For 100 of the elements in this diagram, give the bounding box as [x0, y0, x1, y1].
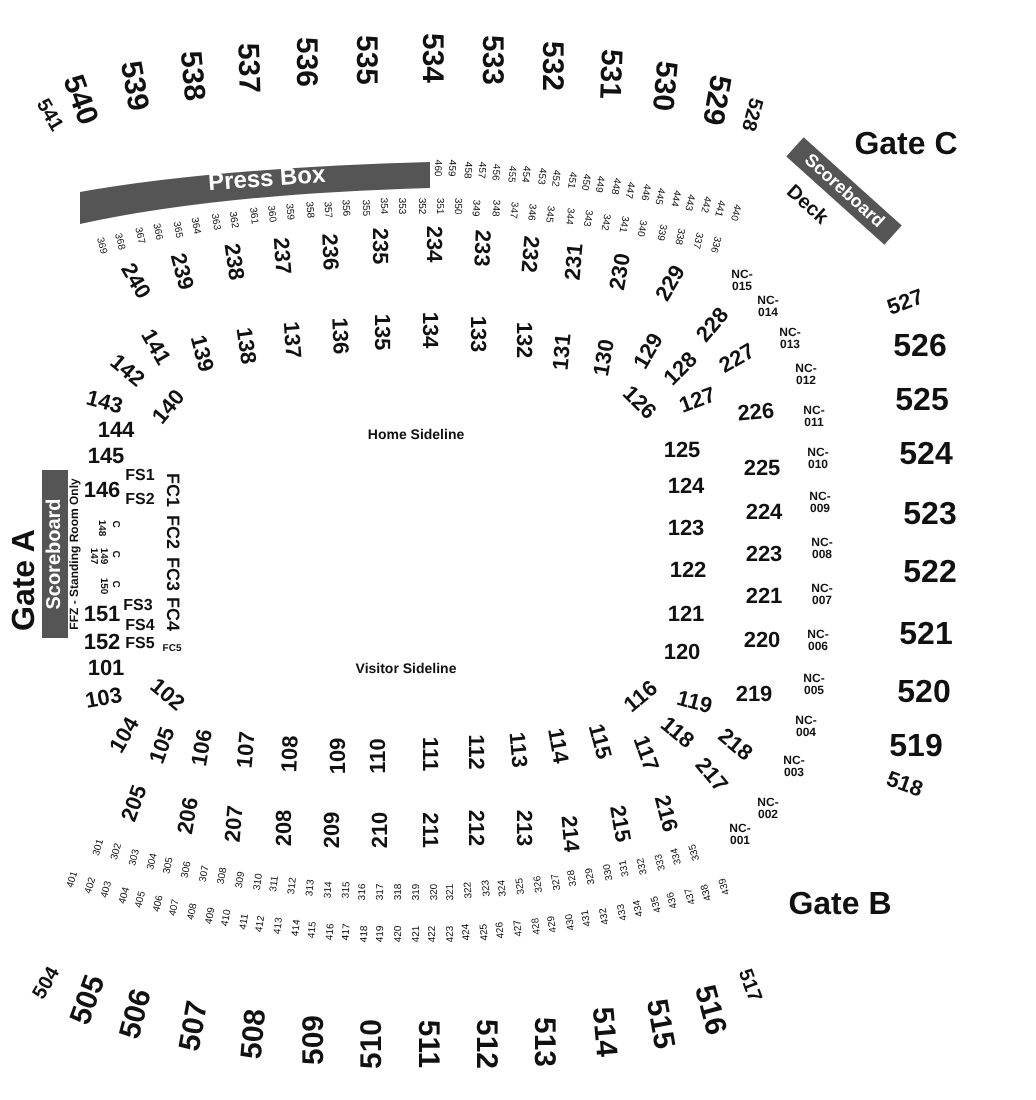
section-number: 507: [174, 998, 214, 1054]
section-number: 143: [83, 388, 125, 420]
section-number: FS5: [125, 636, 155, 652]
section-number: FS4: [125, 618, 155, 634]
section-number: 233: [468, 229, 492, 267]
section-number: FC4: [163, 597, 181, 631]
scoreboard-bar: [42, 470, 68, 638]
section-number: 510: [357, 1018, 387, 1070]
section-number: 213: [511, 809, 533, 847]
section-number: 516: [689, 981, 731, 1039]
section-number: 118: [655, 714, 697, 754]
section-number: 219: [735, 685, 773, 707]
section-number: 224: [745, 503, 783, 525]
section-number: 534: [417, 32, 447, 84]
section-number: 131: [551, 332, 577, 372]
section-number: 135: [369, 313, 391, 351]
section-number: FC2: [163, 515, 181, 549]
section-number: 236: [316, 233, 340, 271]
section-number: 234: [421, 225, 443, 263]
section-number: 108: [280, 735, 304, 773]
section-number: 212: [463, 809, 485, 847]
section-number: 238: [218, 242, 246, 282]
section-number: 536: [291, 36, 321, 88]
section-number: 520: [897, 678, 951, 710]
section-number: 509: [299, 1014, 329, 1066]
press-box-label: Press Box: [207, 161, 327, 195]
section-number: 116: [621, 678, 663, 718]
section-number: 128: [661, 349, 703, 391]
section-number: 139: [184, 333, 216, 375]
section-number: 122: [669, 561, 707, 583]
section-number: 523: [903, 500, 957, 532]
section-number: 101: [87, 659, 125, 681]
section-number: 140: [149, 386, 191, 430]
section-number: 146: [83, 481, 121, 503]
section-number: 115: [582, 722, 614, 762]
section-number: 229: [653, 262, 691, 306]
section-number: 137: [277, 320, 303, 360]
section-number: 211: [417, 812, 439, 848]
section-number: 220: [743, 631, 781, 653]
section-number: 114: [542, 726, 570, 766]
section-number: 506: [115, 985, 157, 1043]
section-number: 533: [477, 34, 507, 86]
section-number: 524: [899, 440, 953, 472]
section-number: 151: [83, 605, 121, 627]
section-number: 105: [147, 725, 181, 767]
section-number: 107: [235, 730, 261, 770]
section-number: 231: [563, 242, 589, 282]
section-number: 221: [745, 587, 783, 609]
section-number: 205: [119, 783, 153, 825]
section-number: 106: [190, 728, 218, 768]
section-number: 130: [592, 338, 620, 378]
section-number: 528: [736, 95, 764, 133]
section-number: 125: [663, 441, 701, 463]
section-number: 133: [465, 315, 487, 353]
section-number: 240: [115, 260, 153, 304]
section-number: 514: [586, 1005, 622, 1059]
section-number: FC3: [163, 557, 181, 591]
section-number: 232: [515, 234, 541, 274]
section-number: 110: [369, 738, 391, 774]
section-number: 127: [677, 385, 719, 419]
section-number: 124: [667, 477, 705, 499]
section-number: 511: [413, 1019, 443, 1069]
section-number: 214: [555, 814, 581, 854]
section-number: 123: [667, 519, 705, 541]
gate-label: Gate C: [854, 130, 958, 162]
section-number: 521: [899, 620, 953, 652]
section-number: 522: [903, 558, 957, 590]
section-number: 226: [736, 401, 776, 427]
scoreboard-label: Scoreboard: [45, 498, 65, 610]
section-number: 223: [745, 545, 783, 567]
section-number: 539: [114, 58, 154, 114]
section-number: 541: [31, 96, 65, 136]
section-number: 537: [232, 42, 264, 94]
section-number: 103: [84, 686, 124, 714]
section-number: FS2: [125, 492, 155, 508]
section-number: 538: [174, 49, 210, 103]
section-number: 132: [511, 321, 533, 359]
section-number: 512: [471, 1018, 501, 1070]
section-number: 508: [236, 1007, 272, 1061]
section-number: 532: [537, 40, 567, 92]
section-number: 104: [107, 714, 145, 758]
section-number: 216: [648, 793, 680, 835]
section-number: 102: [144, 675, 188, 717]
section-number: 235: [367, 227, 389, 265]
section-number: 237: [267, 236, 293, 276]
section-number: 136: [326, 317, 350, 355]
section-number: 206: [176, 796, 204, 836]
section-number: 535: [351, 34, 381, 86]
section-number: 144: [97, 421, 135, 443]
section-number: 209: [323, 811, 345, 849]
section-number: 526: [893, 332, 947, 364]
section-number: 515: [640, 996, 680, 1052]
section-number: 513: [529, 1016, 559, 1068]
section-number: 121: [667, 605, 705, 627]
section-number: 152: [83, 633, 121, 655]
section-number: 230: [608, 252, 636, 292]
section-number: 504: [31, 964, 65, 1004]
section-number: FS1: [125, 468, 155, 484]
section-number: 119: [674, 688, 714, 720]
section-number: 138: [230, 326, 258, 366]
